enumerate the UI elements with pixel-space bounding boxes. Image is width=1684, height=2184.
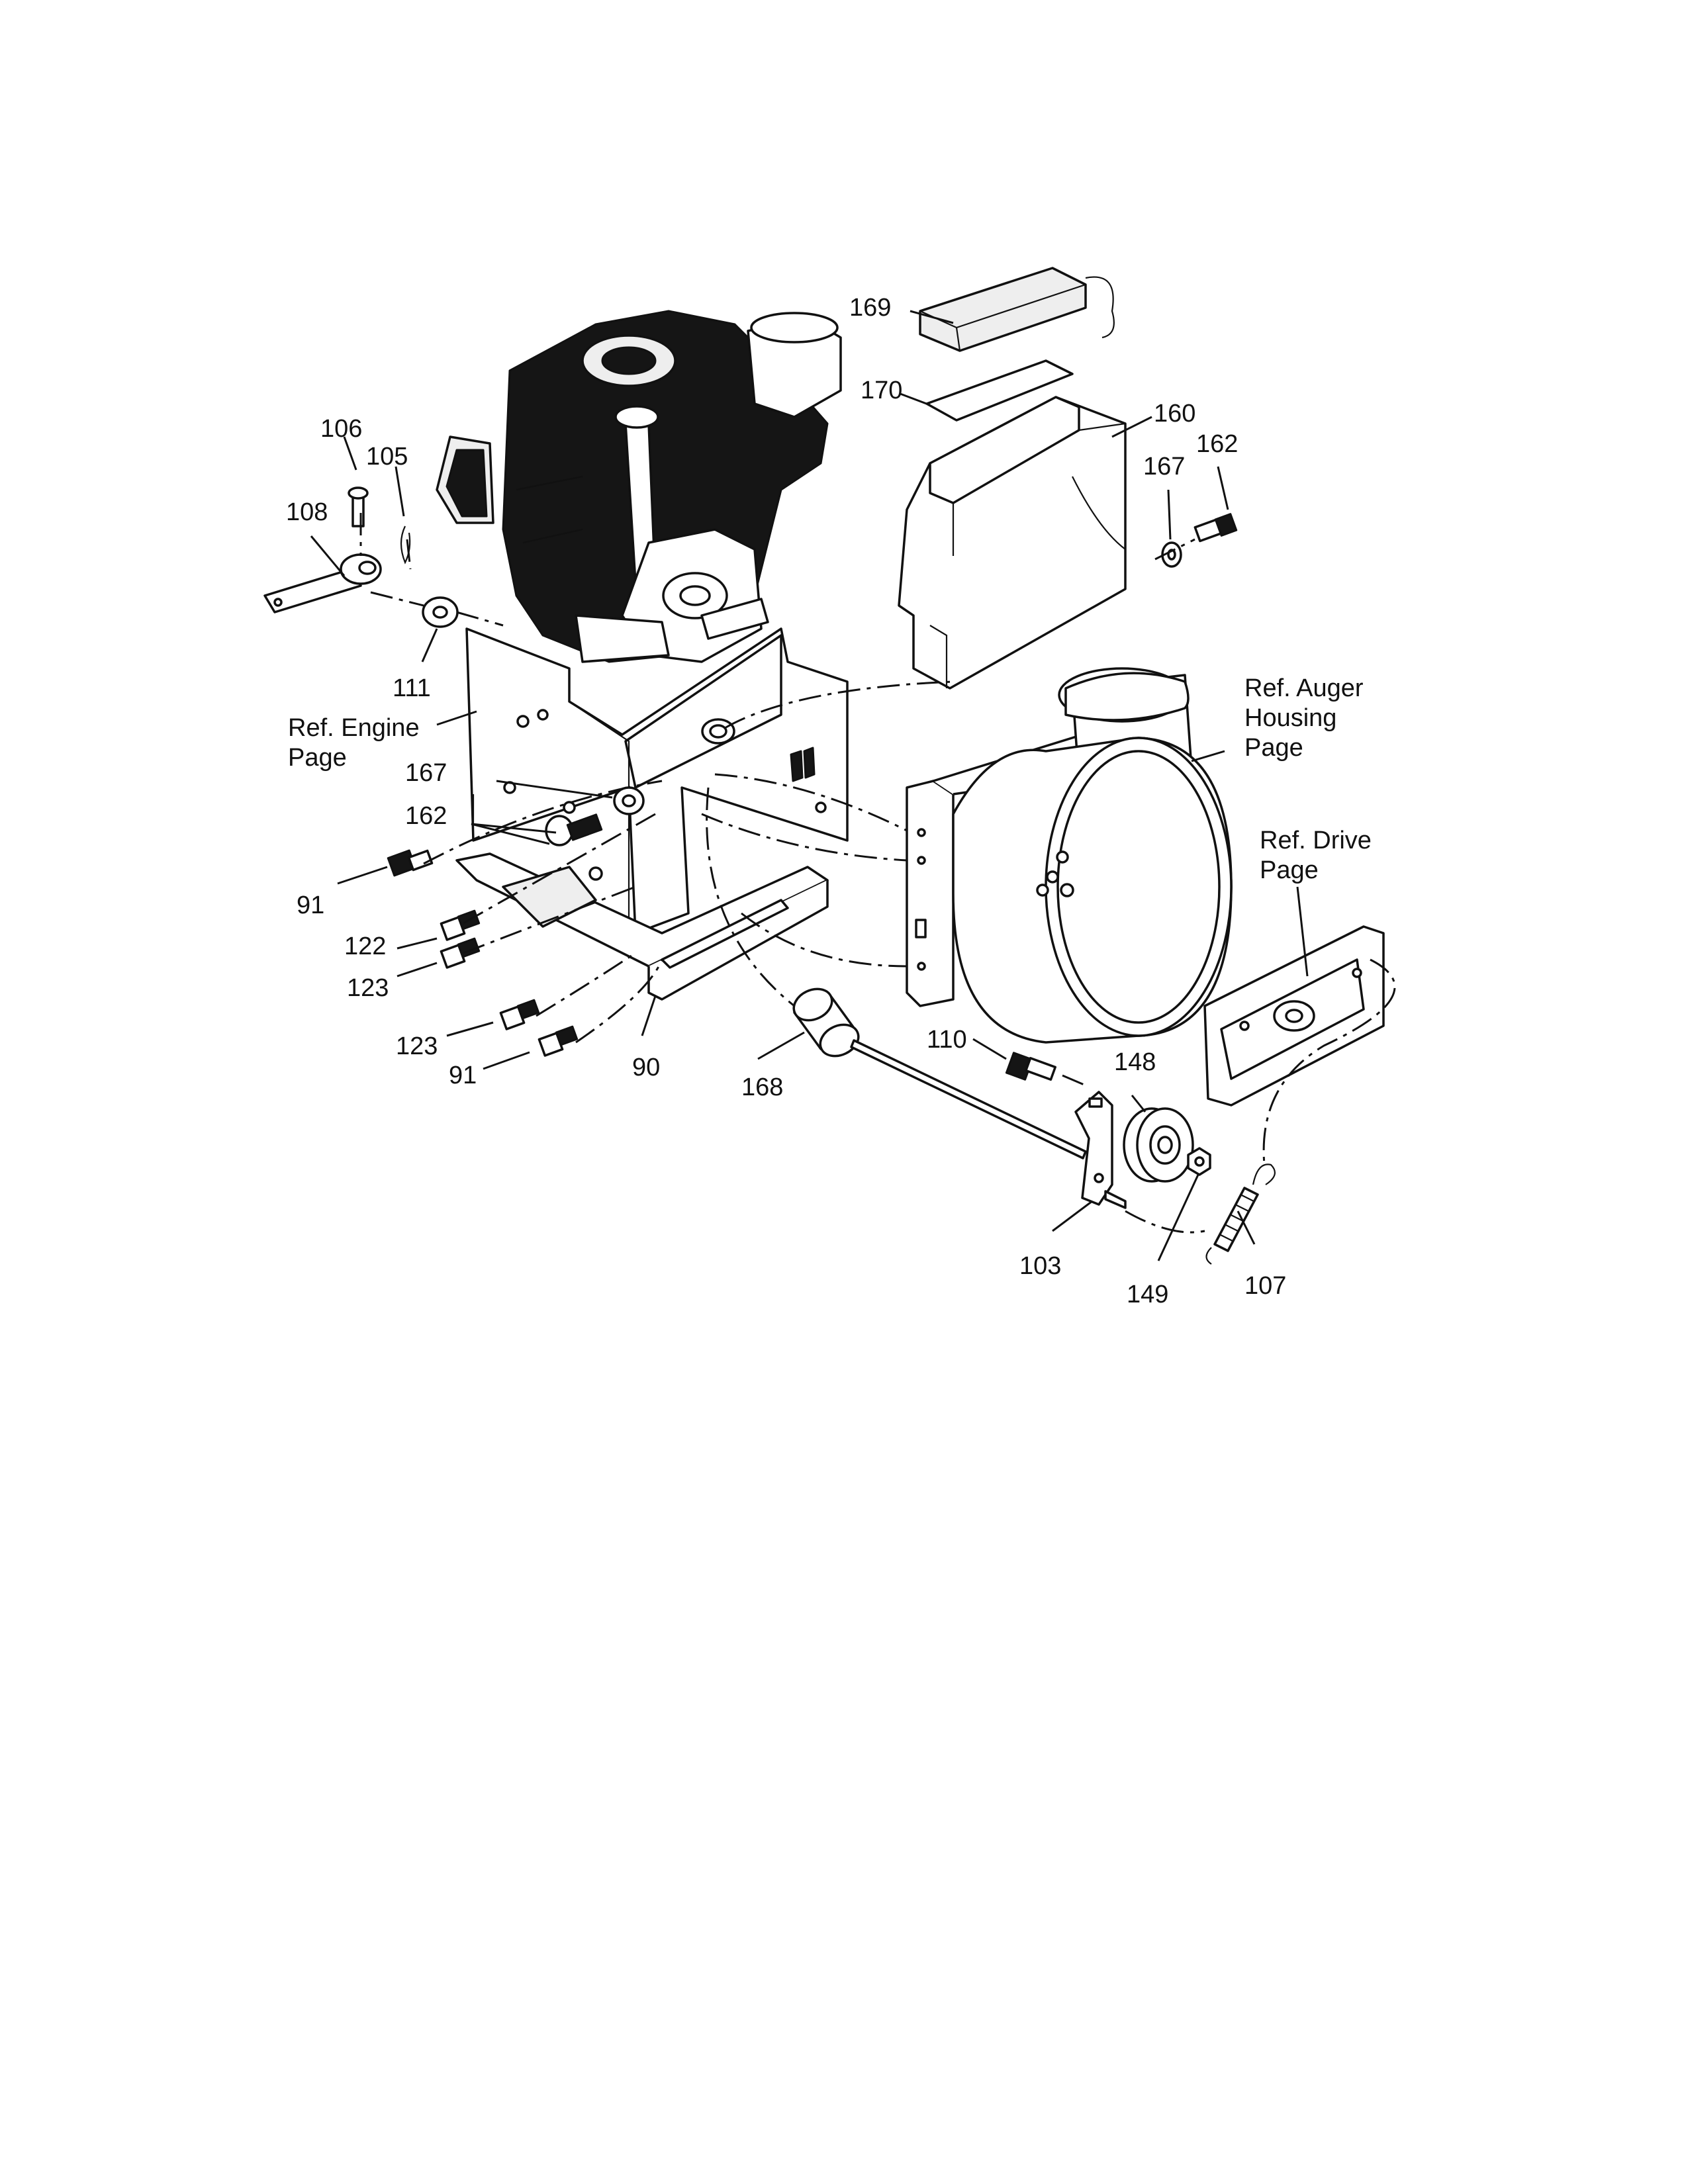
ref-drive-line1: Ref. Drive bbox=[1260, 827, 1372, 854]
drive-bracket bbox=[1203, 925, 1385, 1107]
pulley-148 bbox=[1123, 1107, 1194, 1183]
label-91-upper: 91 bbox=[297, 891, 324, 919]
link-108 bbox=[263, 553, 382, 614]
label-91-lower: 91 bbox=[449, 1062, 477, 1089]
idler-arm-103 bbox=[1074, 1091, 1127, 1209]
label-162-lower: 162 bbox=[405, 802, 447, 830]
roller-168 bbox=[792, 987, 860, 1058]
label-111: 111 bbox=[393, 674, 431, 702]
ref-auger-line1: Ref. Auger bbox=[1244, 674, 1364, 702]
label-106: 106 bbox=[320, 415, 362, 443]
ref-engine-line2: Page bbox=[288, 744, 347, 772]
ref-auger-line2: Housing bbox=[1244, 704, 1336, 732]
filter-170 bbox=[925, 359, 1074, 422]
ref-drive-line2: Page bbox=[1260, 856, 1319, 884]
ref-engine-line1: Ref. Engine bbox=[288, 714, 420, 742]
label-123-lower: 123 bbox=[396, 1032, 438, 1060]
label-169: 169 bbox=[849, 294, 891, 322]
bolt-162-upper bbox=[1193, 513, 1238, 543]
label-90: 90 bbox=[632, 1054, 660, 1081]
leader-lines bbox=[310, 310, 1309, 1261]
pin-106 bbox=[348, 486, 369, 527]
label-108: 108 bbox=[286, 498, 328, 526]
reference-labels: Ref. Engine Page Ref. Auger Housing Page… bbox=[288, 674, 1372, 884]
washer-167-lower bbox=[613, 786, 645, 815]
ref-auger-line3: Page bbox=[1244, 734, 1303, 762]
spring-107 bbox=[1205, 1163, 1276, 1265]
bolt-91-lower bbox=[538, 1025, 579, 1057]
label-168: 168 bbox=[741, 1073, 783, 1101]
label-110: 110 bbox=[927, 1026, 967, 1054]
bolt-110 bbox=[1005, 1052, 1056, 1081]
label-160: 160 bbox=[1154, 400, 1195, 428]
label-103: 103 bbox=[1019, 1252, 1061, 1280]
bolt-122 bbox=[440, 909, 481, 941]
cover-169 bbox=[919, 267, 1115, 352]
label-162-upper: 162 bbox=[1196, 430, 1238, 458]
hairpin-105 bbox=[400, 525, 411, 565]
bolt-91-upper bbox=[387, 849, 434, 877]
label-148: 148 bbox=[1114, 1048, 1156, 1076]
label-167-upper: 167 bbox=[1143, 453, 1185, 480]
label-105: 105 bbox=[366, 443, 408, 471]
label-122: 122 bbox=[344, 933, 386, 960]
engine bbox=[436, 310, 842, 663]
assembly-lines bbox=[359, 513, 1396, 1234]
washer-111 bbox=[422, 596, 459, 628]
nut-149 bbox=[1187, 1147, 1211, 1176]
label-123-upper: 123 bbox=[347, 974, 389, 1002]
label-167-lower: 167 bbox=[405, 759, 447, 787]
base-plate-90 bbox=[455, 852, 829, 1001]
bolt-162-lower bbox=[545, 813, 603, 846]
label-149: 149 bbox=[1127, 1281, 1168, 1308]
idler-rod bbox=[850, 1039, 1087, 1160]
fan-housing bbox=[906, 667, 1233, 1044]
label-170: 170 bbox=[861, 377, 902, 404]
bolt-123-lower bbox=[499, 999, 540, 1030]
part-labels: 169 170 160 162 167 106 105 108 111 167 … bbox=[286, 294, 1286, 1308]
bolt-123-upper bbox=[440, 937, 481, 969]
label-107: 107 bbox=[1244, 1272, 1286, 1300]
chute-housing-160 bbox=[898, 396, 1127, 690]
